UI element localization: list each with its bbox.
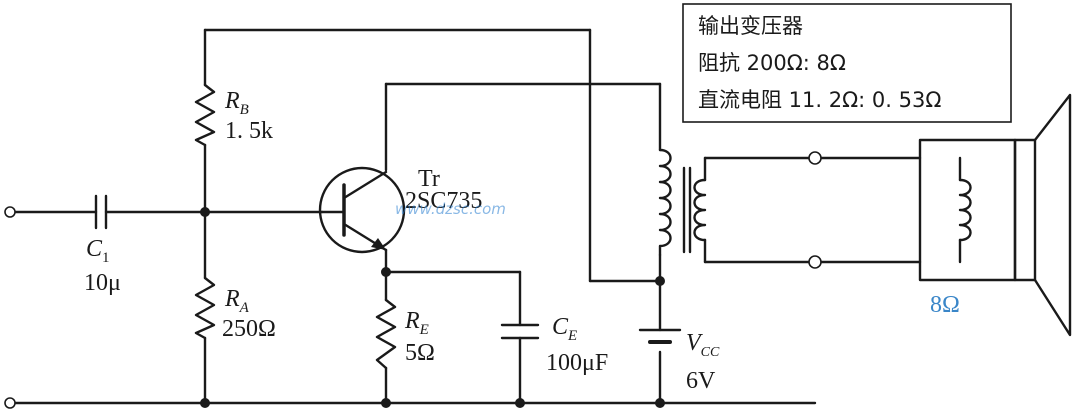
re-name: RE bbox=[404, 308, 429, 338]
wires bbox=[12, 28, 962, 405]
speaker-terminal-top bbox=[808, 151, 822, 165]
transformer-spec-box bbox=[682, 3, 1012, 123]
ra-value: 250Ω bbox=[222, 316, 276, 342]
c1-value: 10μ bbox=[84, 270, 121, 296]
rb-name: RB bbox=[224, 88, 249, 118]
tr-name: Tr bbox=[418, 166, 440, 192]
c1-name: C1 bbox=[86, 236, 110, 266]
c1-capacitor-symbol bbox=[94, 194, 108, 230]
junction-dots bbox=[200, 207, 665, 408]
speaker-terminal-bottom bbox=[808, 255, 822, 269]
spec-dc-resistance: 直流电阻 11. 2Ω: 0. 53Ω bbox=[698, 88, 941, 112]
speaker-symbol bbox=[918, 93, 1072, 337]
re-resistor-symbol bbox=[375, 298, 397, 370]
transistor-symbol bbox=[318, 166, 406, 254]
vcc-battery-symbol bbox=[638, 328, 682, 344]
rb-value: 1. 5k bbox=[225, 118, 273, 144]
transformer-core bbox=[682, 166, 692, 254]
ra-resistor-symbol bbox=[194, 276, 216, 340]
ra-name: RA bbox=[224, 286, 250, 316]
tr-value: 2SC735 bbox=[405, 188, 482, 214]
spec-title: 输出变压器 bbox=[698, 14, 803, 38]
speaker-value: 8Ω bbox=[930, 292, 960, 318]
spec-impedance: 阻抗 200Ω: 8Ω bbox=[698, 51, 846, 75]
rb-resistor-symbol bbox=[194, 83, 216, 147]
transformer-primary-coil bbox=[658, 148, 672, 257]
input-terminal bbox=[4, 206, 16, 218]
ce-value: 100μF bbox=[546, 350, 608, 376]
transformer-secondary-coil bbox=[693, 178, 707, 242]
vcc-value: 6V bbox=[686, 368, 716, 394]
watermark: www.dzsc.com bbox=[395, 200, 506, 218]
vcc-name: VCC bbox=[686, 330, 720, 360]
ce-name: CE bbox=[552, 314, 577, 344]
ground-terminal bbox=[4, 397, 16, 409]
ce-capacitor-symbol bbox=[500, 323, 540, 340]
re-value: 5Ω bbox=[405, 340, 435, 366]
